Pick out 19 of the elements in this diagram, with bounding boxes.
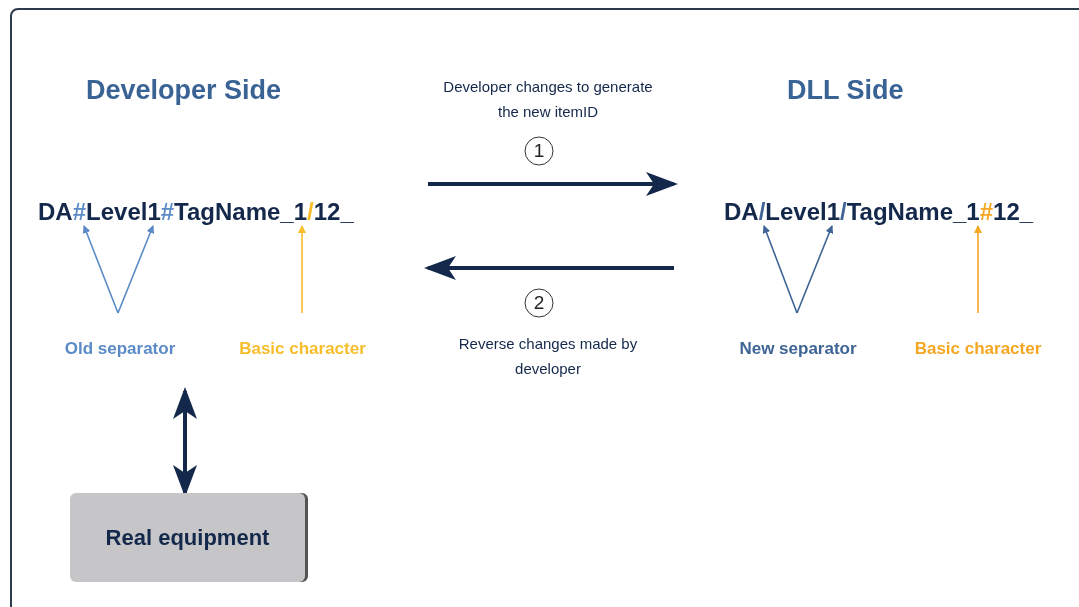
annotation-label: New separator (718, 313, 878, 359)
leader-line (974, 225, 982, 314)
leader-line (796, 225, 834, 314)
leader-line (82, 225, 119, 314)
arrow (424, 256, 674, 280)
equipment-box: Real equipment (70, 493, 305, 582)
arrow (428, 172, 678, 196)
side-column: Developer Side DA#Level1#TagName_1/12_ Old separator Basic character (26, 74, 428, 391)
item-id-text: DA/Level1/TagName_1#12_ (724, 197, 1042, 226)
step-number: 2 (532, 292, 546, 314)
annotation-label: Basic character (220, 313, 385, 359)
leader-line (298, 225, 306, 314)
side-column: DLL Side DA/Level1/TagName_1#12_ New separator Basic character (674, 74, 1070, 391)
leader-line (762, 225, 798, 314)
item-id-text: DA#Level1#TagName_1/12_ (38, 197, 356, 226)
step-number: 1 (532, 140, 546, 162)
annotation-label: Old separator (40, 313, 200, 359)
annotation-label: Basic character (895, 313, 1061, 359)
leader-line (117, 225, 155, 314)
